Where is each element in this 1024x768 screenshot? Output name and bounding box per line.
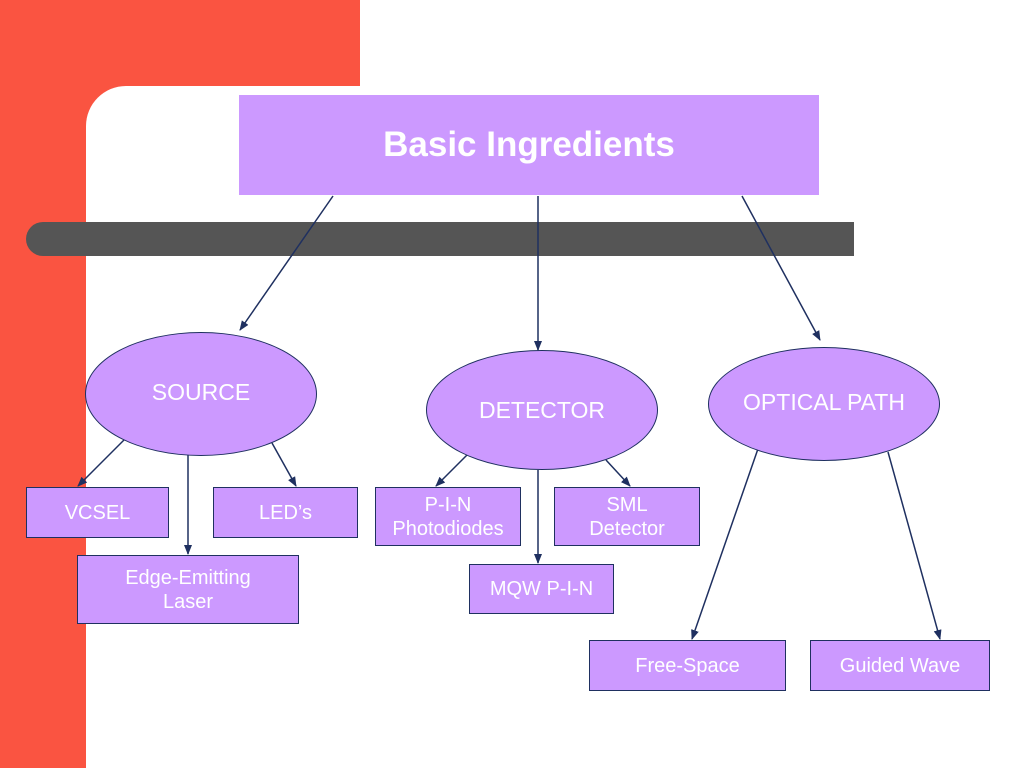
leds-box: LED’s	[213, 487, 358, 538]
mqw-pin-box: MQW P-I-N	[469, 564, 614, 614]
edge-emitting-box: Edge-Emitting Laser	[77, 555, 299, 624]
free-space-box: Free-Space	[589, 640, 786, 691]
pin-photodiodes-label: P-I-N Photodiodes	[392, 493, 504, 540]
gray-divider-bar	[26, 222, 854, 256]
arrow-detector-to-pin	[435, 451, 471, 487]
detector-ellipse: DETECTOR	[426, 350, 658, 470]
detector-label: DETECTOR	[478, 396, 606, 423]
guided-wave-label: Guided Wave	[839, 654, 961, 677]
optical-path-ellipse: OPTICAL PATH	[708, 347, 940, 461]
vcsel-label: VCSEL	[64, 501, 131, 524]
vcsel-box: VCSEL	[26, 487, 169, 538]
leds-label: LED’s	[259, 501, 312, 524]
title-box: Basic Ingredients	[239, 95, 819, 195]
guided-wave-box: Guided Wave	[810, 640, 990, 691]
source-ellipse: SOURCE	[85, 332, 317, 456]
arrow-source-to-vcsel	[77, 435, 129, 487]
mqw-pin-label: MQW P-I-N	[489, 578, 594, 600]
pin-photodiodes-box: P-I-N Photodiodes	[375, 487, 521, 546]
arrow-detector-to-sml	[605, 459, 631, 487]
arrow-path-to-guided-wave	[887, 451, 942, 640]
sml-detector-label: SML Detector	[589, 493, 665, 540]
optical-path-label: OPTICAL PATH	[743, 388, 905, 415]
arrow-title-to-source	[239, 195, 334, 331]
arrow-title-to-optical-path	[741, 195, 821, 341]
edge-emitting-label: Edge-Emitting Laser	[125, 566, 251, 613]
arrow-path-to-free-space	[691, 442, 761, 640]
page-title: Basic Ingredients	[383, 125, 675, 164]
sml-detector-box: SML Detector	[554, 487, 700, 546]
arrow-source-to-leds	[271, 442, 297, 487]
source-label: SOURCE	[151, 378, 251, 405]
free-space-label: Free-Space	[635, 654, 740, 677]
